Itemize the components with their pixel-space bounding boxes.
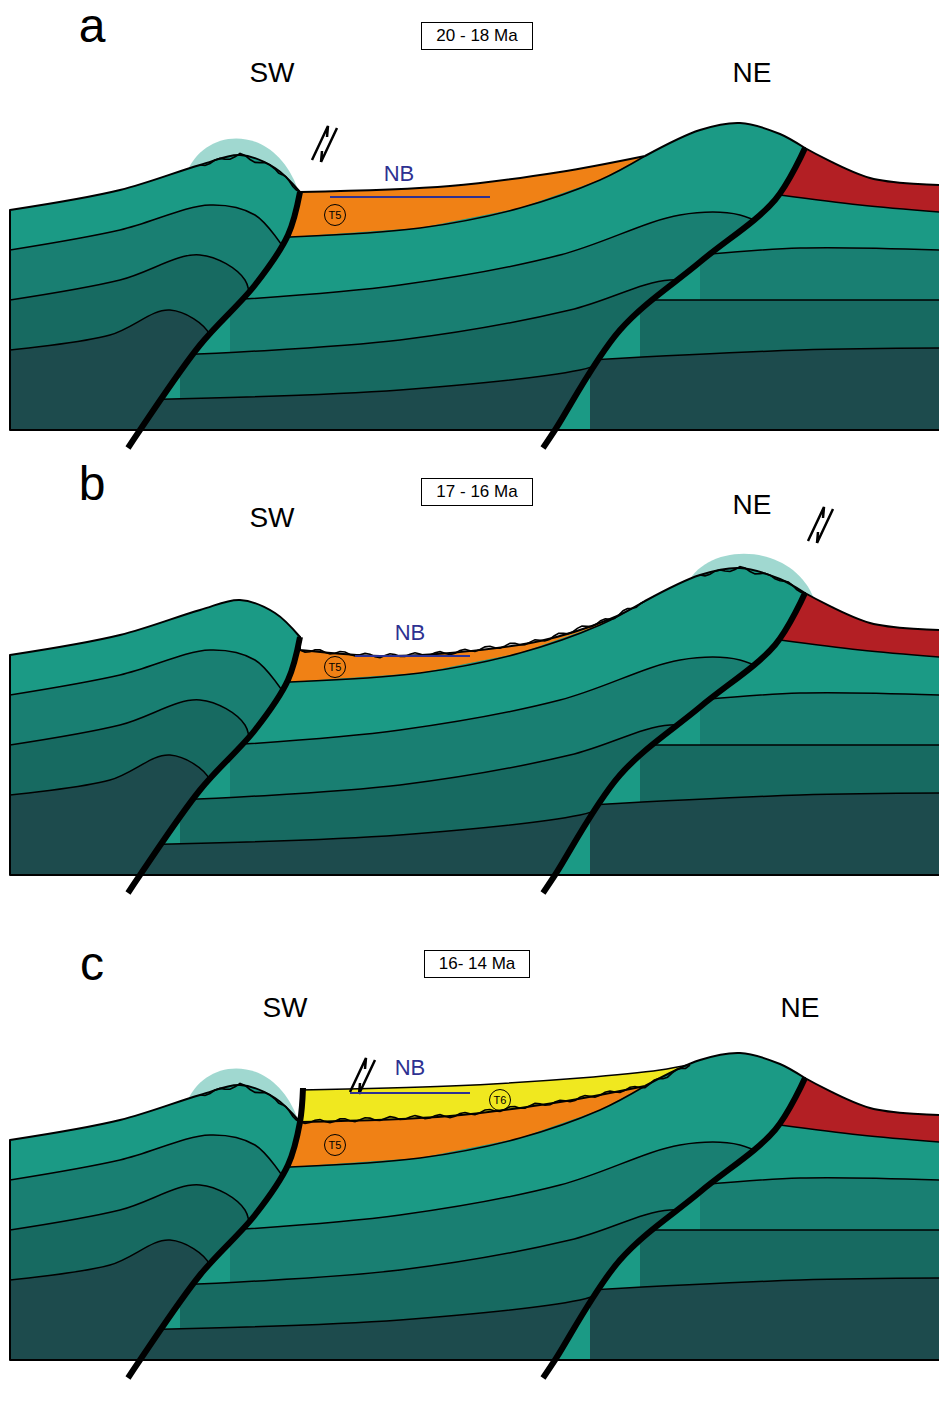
age-label: 20 - 18 Ma (436, 26, 517, 45)
panel-letter-text: b (79, 457, 106, 510)
layer-boundary (780, 640, 939, 657)
unit-circle: T5 (324, 656, 346, 678)
unconformity (700, 567, 805, 593)
direction-label-text: SW (249, 502, 294, 533)
fault-motion-symbol (350, 1058, 375, 1094)
layer-boundary (10, 1185, 250, 1250)
panel-letter-text: c (80, 937, 104, 990)
age-box: 20 - 18 Ma (421, 22, 532, 50)
layer-boundary (590, 793, 939, 805)
layer-boundary (780, 195, 939, 212)
direction-label-text: SW (249, 57, 294, 88)
fault-line (128, 637, 300, 893)
sediment-t5 (290, 156, 645, 237)
unconformity (300, 601, 645, 658)
unit-circle: T6 (489, 1089, 511, 1111)
age-box: 17 - 16 Ma (421, 478, 532, 506)
layer-boundary (590, 1278, 939, 1290)
direction-label: NE (733, 490, 772, 521)
red-unit (780, 930, 939, 1142)
layer-boundary (290, 156, 645, 237)
layer-boundary (590, 348, 939, 360)
unit-label: T5 (329, 662, 342, 673)
direction-label: NE (781, 993, 820, 1024)
fault-motion-symbol (808, 507, 833, 543)
nb-label: NB (395, 621, 426, 645)
panel-letter-text: a (79, 0, 106, 52)
layer-boundary (780, 1125, 939, 1142)
age-label: 16- 14 Ma (439, 954, 516, 973)
panel-letter: b (79, 458, 106, 511)
layer-boundary (640, 744, 939, 746)
fault-line (543, 148, 805, 448)
layer-boundary (640, 299, 939, 301)
direction-label: SW (249, 503, 294, 534)
direction-label-text: NE (781, 992, 820, 1023)
nb-label: NB (395, 1056, 426, 1080)
unconformity (200, 1084, 300, 1122)
cross-section-panel (10, 0, 939, 448)
red-unit (780, 0, 939, 212)
direction-label-text: SW (262, 992, 307, 1023)
layer-boundary (10, 205, 285, 250)
block-outline (555, 593, 939, 875)
nb-level-line (355, 655, 470, 657)
fault-line (128, 1088, 303, 1378)
layer-boundary (10, 1135, 285, 1180)
age-box: 16- 14 Ma (424, 950, 531, 978)
unit-label: T5 (329, 1140, 342, 1151)
layer-boundary (290, 601, 645, 682)
fault-line (543, 593, 805, 893)
nb-level-line (330, 196, 490, 198)
nb-label-text: NB (395, 1055, 426, 1080)
layer-boundary (10, 700, 250, 765)
unit-circle: T5 (324, 204, 346, 226)
sediment-t5 (290, 1086, 645, 1167)
block-outline (555, 148, 939, 430)
direction-label: NE (733, 58, 772, 89)
unit-label: T6 (494, 1095, 507, 1106)
unconformity (200, 154, 300, 192)
sediment-t5 (290, 601, 645, 682)
layer-boundary (700, 248, 939, 255)
nb-label-text: NB (395, 620, 426, 645)
layer-boundary (700, 1178, 939, 1185)
layer-boundary (700, 693, 939, 700)
block-outline (555, 1078, 939, 1360)
layer-boundary (10, 255, 250, 320)
direction-label: SW (249, 58, 294, 89)
fault-line (543, 1078, 805, 1378)
panel-letter: a (79, 0, 106, 53)
direction-label-text: NE (733, 489, 772, 520)
unit-label: T5 (329, 210, 342, 221)
unit-circle: T5 (324, 1134, 346, 1156)
direction-label-text: NE (733, 57, 772, 88)
fault-line (128, 192, 300, 448)
layer-boundary (290, 1086, 645, 1167)
panel-letter: c (80, 938, 104, 991)
cross-section-panel (10, 930, 939, 1378)
direction-label: SW (262, 993, 307, 1024)
age-label: 17 - 16 Ma (436, 482, 517, 501)
fault-motion-symbol (312, 126, 337, 162)
cross-section-panel (10, 445, 939, 893)
nb-label-text: NB (384, 161, 415, 186)
layer-boundary (640, 1229, 939, 1231)
nb-level-line (350, 1092, 470, 1094)
nb-label: NB (384, 162, 415, 186)
red-unit (780, 445, 939, 657)
layer-boundary (10, 650, 285, 695)
